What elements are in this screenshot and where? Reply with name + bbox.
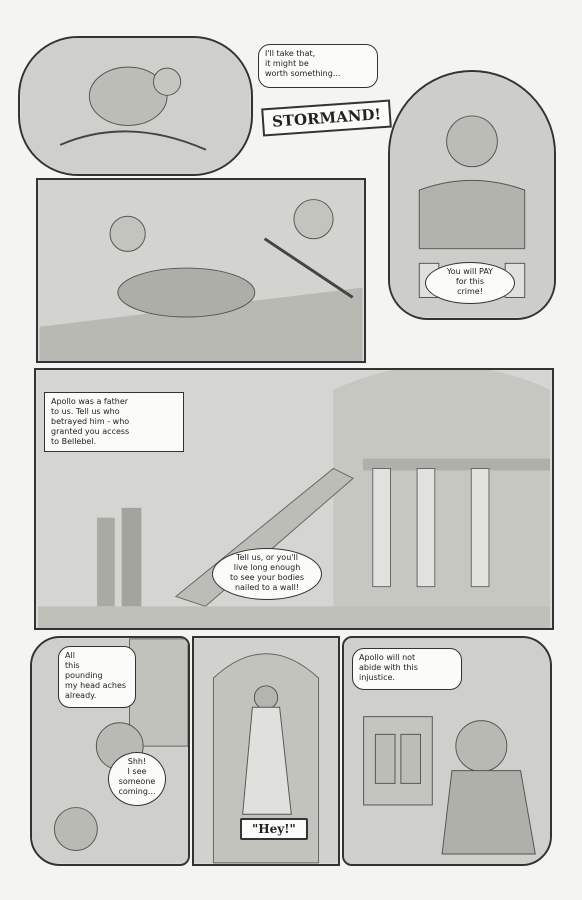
panel-6-art <box>194 639 338 864</box>
panel-1 <box>18 36 253 176</box>
caption-p4: Apollo was a father to us. Tell us who b… <box>44 392 184 452</box>
panel-2-art <box>39 180 363 361</box>
panel-1-art <box>21 38 250 174</box>
speech-bubble-p5b: Shh! I see someone coming... <box>108 752 166 806</box>
panel-6 <box>192 636 340 866</box>
sfx-hey: "Hey!" <box>240 818 308 840</box>
panel-2 <box>36 178 366 363</box>
speech-bubble-p1: I'll take that, it might be worth someth… <box>258 44 378 88</box>
speech-bubble-p3: You will PAY for this crime! <box>425 262 515 304</box>
speech-bubble-p4: Tell us, or you'll live long enough to s… <box>212 548 322 600</box>
speech-bubble-p5a: All this pounding my head aches already. <box>58 646 136 708</box>
speech-bubble-p7: Apollo will not abide with this injustic… <box>352 648 462 690</box>
sfx-stormand: STORMAND! <box>261 99 392 137</box>
